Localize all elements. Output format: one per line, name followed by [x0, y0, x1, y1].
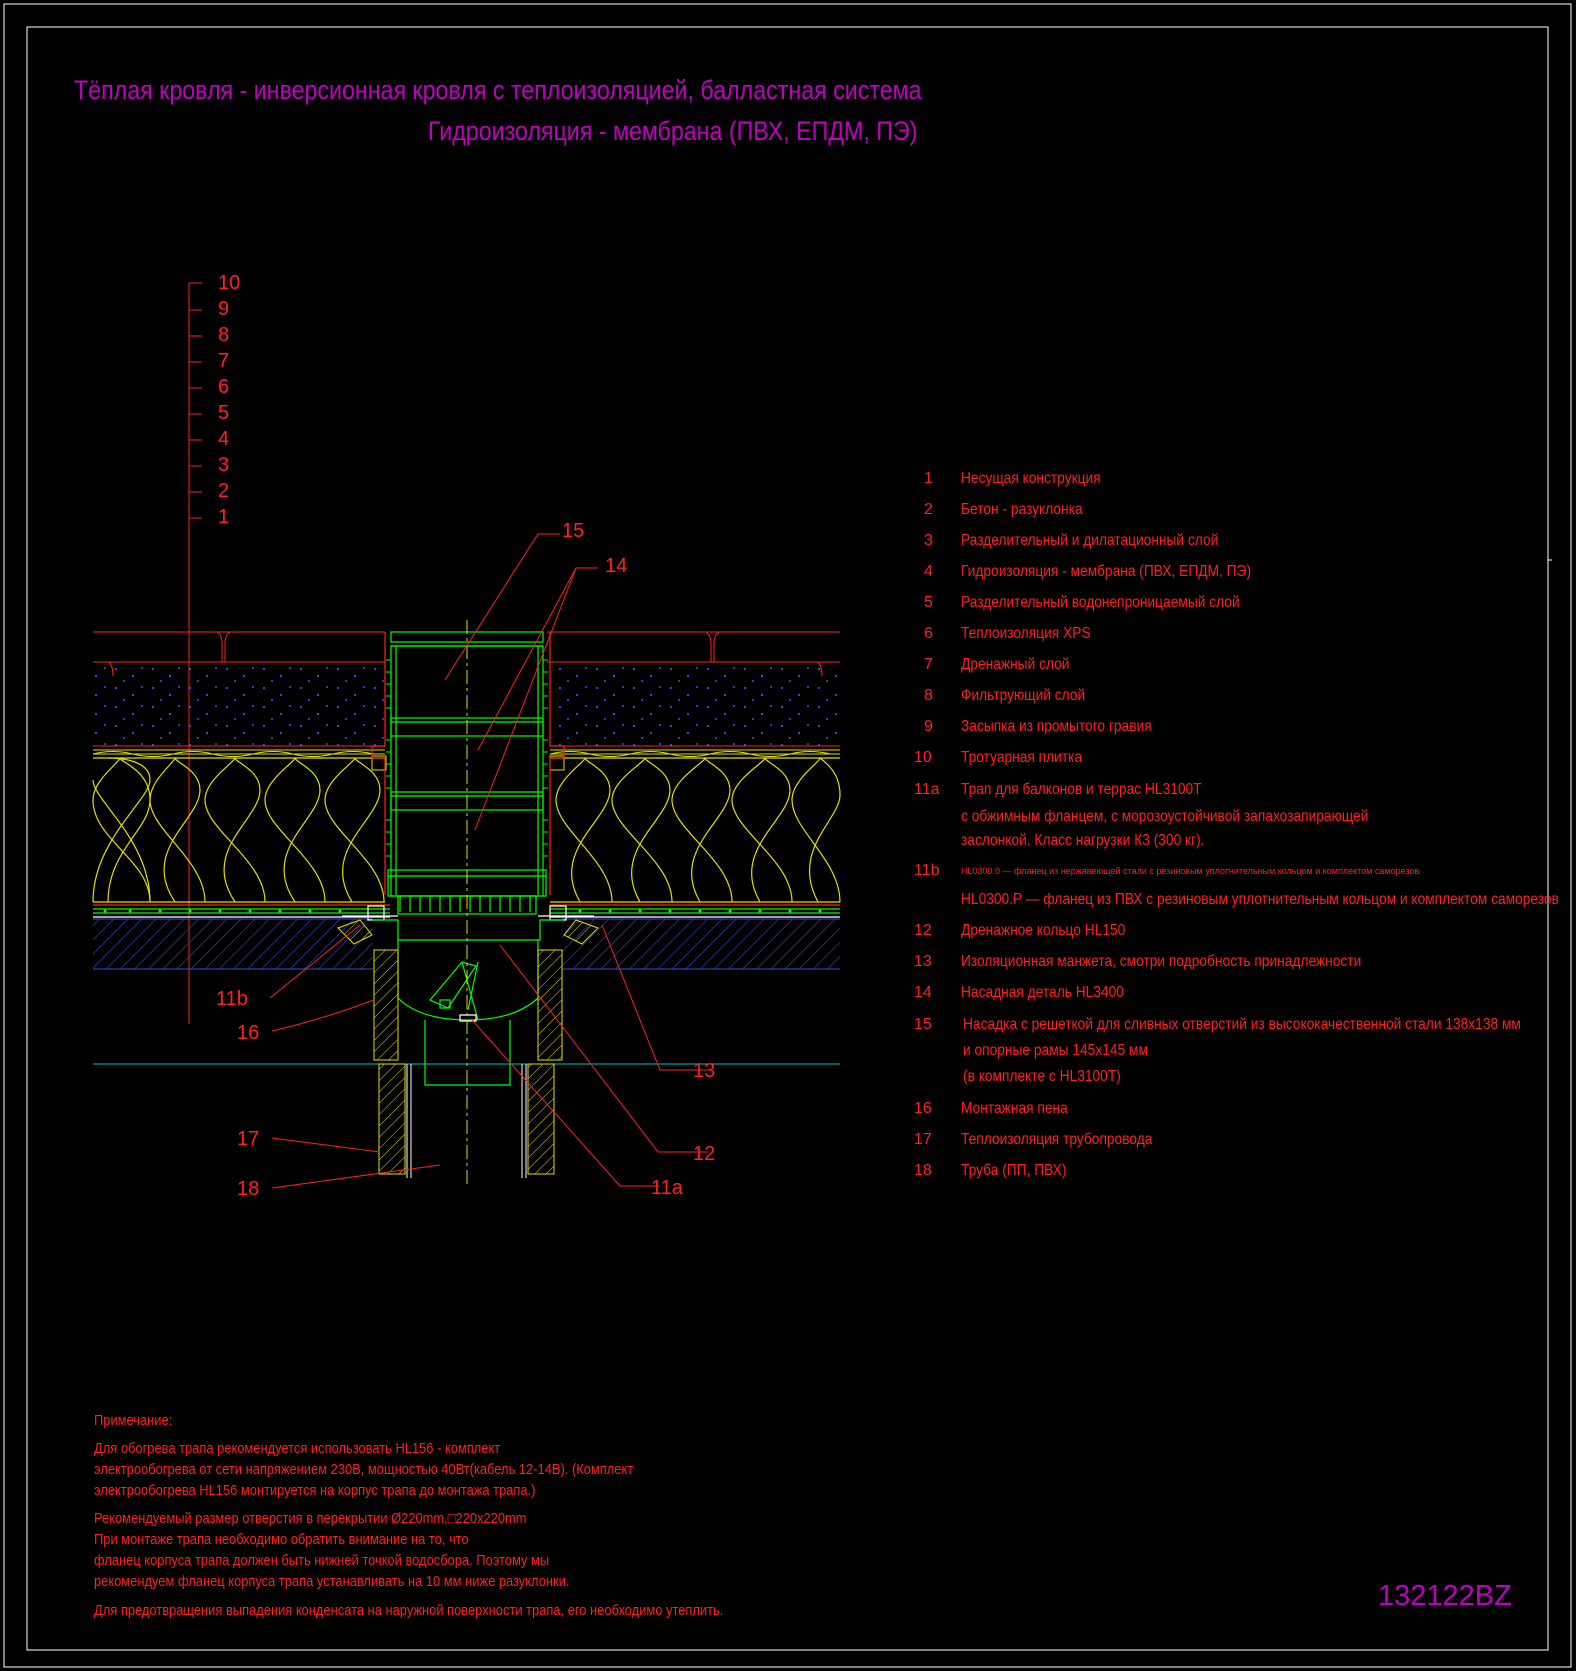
callout-label: 11b: [216, 988, 248, 1010]
legend-text: Тротуарная плитка: [961, 749, 1083, 766]
layer-scale-label: 7: [218, 350, 230, 372]
note-line: рекомендуем фланец корпуса трапа устанав…: [94, 1573, 570, 1590]
legend-text: Дренажное кольцо HL150: [961, 922, 1126, 939]
legend-text: с обжимным фланцем, с морозоустойчивой з…: [961, 808, 1369, 825]
legend-text: Бетон - разуклонка: [961, 501, 1083, 518]
drawing-code: 132122BZ: [1378, 1580, 1512, 1612]
legend-text: Разделительный и дилатационный слой: [961, 532, 1219, 549]
callout-label: 12: [693, 1143, 716, 1165]
legend-number: 9: [924, 718, 933, 735]
callout-label: 15: [562, 520, 585, 542]
note-line: фланец корпуса трапа должен быть нижней …: [94, 1552, 550, 1569]
legend-number: 5: [924, 594, 933, 611]
legend-text: Насадка с решеткой для сливных отверстий…: [963, 1016, 1521, 1033]
title-line-2: Гидроизоляция - мембрана (ПВХ, ЕПДМ, ПЭ): [428, 116, 918, 146]
legend-text: и опорные рамы 145x145 мм: [963, 1042, 1148, 1059]
legend-number: 13: [914, 953, 932, 970]
flange-seals: [337, 919, 599, 945]
outer-frame: [3, 3, 1572, 1668]
note-line: Для обогрева трапа рекомендуется использ…: [94, 1440, 501, 1457]
legend-number: 11a: [914, 781, 940, 798]
layer-scale-label: 8: [218, 324, 230, 346]
legend-text: Гидроизоляция - мембрана (ПВХ, ЕПДМ, ПЭ): [961, 563, 1252, 580]
legend-number: 11b: [914, 862, 940, 879]
legend-text: Труба (ПП, ПВХ): [961, 1162, 1067, 1179]
layer-scale-label: 6: [218, 376, 230, 398]
legend-number: 18: [914, 1162, 932, 1179]
legend-text: Теплоизоляция XPS: [961, 625, 1091, 642]
note-line: При монтаже трапа необходимо обратить вн…: [94, 1531, 469, 1548]
callout-label: 17: [237, 1128, 260, 1150]
note-line: электрообогрева от сети напряжением 230В…: [94, 1461, 634, 1478]
legend-number: 4: [924, 563, 933, 580]
gravel-layer-right: [550, 664, 840, 746]
legend-text: заслонкой. Класс нагрузки К3 (300 кг).: [961, 832, 1205, 849]
note-line: Для предотвращения выпадения конденсата …: [94, 1602, 724, 1619]
note-line: электрообогрева HL156 монтируется на кор…: [94, 1482, 536, 1499]
legend-text: Трап для балконов и террас HL3100T: [961, 781, 1202, 798]
leader-lines: [269, 533, 710, 1189]
legend-text: (в комплекте с HL3100T): [963, 1068, 1121, 1085]
legend-text: Теплоизоляция трубопровода: [961, 1131, 1153, 1148]
concrete-slope-right: [562, 919, 840, 969]
legend-text-small: HL0300.0 — фланец из нержавеющей стали с…: [961, 866, 1420, 876]
legend-number: 14: [914, 984, 932, 1001]
legend-number: 16: [914, 1100, 932, 1117]
xps-insulation: [92, 756, 841, 903]
membrane-layers: [93, 904, 840, 918]
note-line: Рекомендуемый размер отверстия в перекры…: [94, 1510, 527, 1527]
legend-number: 17: [914, 1131, 932, 1148]
legend-number: 8: [924, 687, 933, 704]
paving-tiles: [93, 631, 840, 677]
membrane-dots: [103, 909, 822, 913]
callout-label: 11a: [651, 1177, 683, 1199]
legend-number: 15: [914, 1016, 932, 1033]
layer-scale-ticks: [188, 282, 202, 1024]
legend-number: 1: [924, 470, 933, 487]
legend-number: 12: [914, 922, 932, 939]
pipe-insulation: [373, 949, 563, 1175]
title-line-1: Тёплая кровля - инверсионная кровля с те…: [74, 75, 922, 105]
callout-label: 13: [693, 1060, 716, 1082]
layer-scale-label: 5: [218, 402, 230, 424]
legend-number: 10: [914, 749, 932, 766]
legend-text: Разделительный водонепроницаемый слой: [961, 594, 1240, 611]
legend-text: HL0300.P — фланец из ПВХ с резиновым упл…: [961, 891, 1559, 908]
layer-scale-label: 9: [218, 298, 230, 320]
layer-scale-label: 10: [218, 272, 241, 294]
callout-label: 14: [605, 555, 628, 577]
drain-outlines: [371, 632, 565, 895]
callout-label: 16: [237, 1022, 260, 1044]
legend-text: Дренажный слой: [961, 656, 1070, 673]
drainage-layer: [92, 749, 840, 771]
layer-scale-label: 2: [218, 480, 230, 502]
callout-label: 18: [237, 1178, 260, 1200]
gravel-layer-left: [93, 664, 385, 746]
legend-number: 7: [924, 656, 933, 673]
legend-text: Монтажная пена: [961, 1100, 1068, 1117]
drain-body-wall-ticks: [386, 659, 548, 857]
inner-frame: [26, 26, 1549, 1651]
legend-number: 2: [924, 501, 933, 518]
pipe: [406, 1064, 527, 1178]
legend-text: Фильтрующий слой: [961, 687, 1086, 704]
drain-housing: [372, 919, 564, 1086]
layer-scale-label: 3: [218, 454, 230, 476]
legend-text: Несущая конструкция: [961, 470, 1101, 487]
concrete-slope-left: [93, 919, 373, 969]
layer-scale-label: 1: [218, 506, 230, 528]
legend-number: 6: [924, 625, 933, 642]
legend-text: Изоляционная манжета, смотри подробность…: [961, 953, 1362, 970]
legend-text: Засыпка из промытого гравия: [961, 718, 1152, 735]
legend-number: 3: [924, 532, 933, 549]
notes-heading: Примечание:: [94, 1412, 173, 1429]
legend-text: Насадная деталь HL3400: [961, 984, 1124, 1001]
layer-scale-label: 4: [218, 428, 230, 450]
